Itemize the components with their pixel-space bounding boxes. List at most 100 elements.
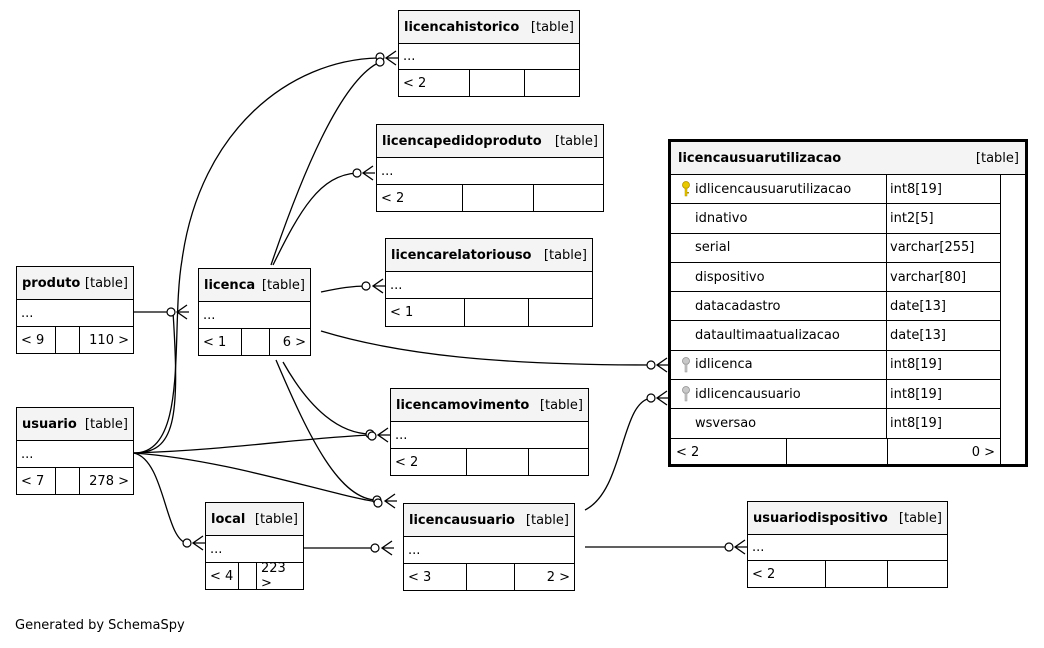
column-type: int8[19] [890, 357, 942, 373]
table-name: licencausuarutilizacao [678, 150, 842, 166]
parents-count[interactable]: < 3 [408, 569, 432, 585]
table-footer: < 2 [748, 561, 947, 587]
column-row[interactable]: idlicenca int8[19] [671, 350, 1000, 381]
edge-end-circle [646, 393, 656, 403]
parents-count[interactable]: < 2 [676, 444, 700, 460]
table-licencapedidoproduto[interactable]: licencapedidoproduto [table] ... < 2 [376, 124, 604, 212]
generated-by-label: Generated by SchemaSpy [15, 618, 185, 633]
children-count[interactable] [533, 185, 603, 211]
table-name: licencahistorico [404, 19, 520, 35]
table-licencahistorico[interactable]: licencahistorico [table] ... < 2 [398, 10, 580, 97]
table-columns: ... [386, 272, 592, 299]
edge-usuario-local [133, 452, 188, 544]
edge-end-circle [367, 431, 377, 441]
table-columns: ... [199, 302, 310, 329]
children-count[interactable]: 6 > [269, 329, 310, 355]
side-panel [1000, 175, 1025, 466]
column-type: varchar[255] [890, 240, 975, 256]
crows-foot [376, 427, 390, 443]
table-type-label: [table] [975, 150, 1019, 166]
column-row[interactable]: dataultimaatualizacao date[13] [671, 321, 1000, 351]
parents-count[interactable]: < 1 [203, 334, 227, 350]
parents-count[interactable]: < 1 [390, 305, 414, 320]
table-footer: < 4 223 > [206, 561, 303, 591]
table-header: licencahistorico [table] [399, 11, 579, 44]
edge-end-circle [352, 168, 362, 178]
column-name: serial [695, 240, 731, 256]
table-licencausuarutilizacao[interactable]: licencausuarutilizacao [table] idlicenca… [668, 139, 1028, 467]
crows-foot [733, 539, 747, 555]
edge-usuario-licenca [133, 311, 177, 454]
column-type: int8[19] [890, 386, 942, 402]
edge-end-circle [166, 307, 176, 317]
footer-spacer [238, 563, 256, 589]
column-row[interactable]: dispositivo varchar[80] [671, 262, 1000, 293]
parents-count[interactable]: < 2 [752, 566, 776, 582]
edge-usuario-licencahistorico [133, 57, 379, 454]
table-usuario[interactable]: usuario [table] ... < 7 278 > [16, 407, 134, 495]
table-usuariodispositivo[interactable]: usuariodispositivo [table] ... < 2 [747, 501, 948, 588]
table-licencausuario[interactable]: licencausuario [table] ... < 3 2 > [403, 503, 575, 591]
table-columns: ... [391, 422, 588, 449]
table-name: produto [22, 275, 81, 291]
column-row[interactable]: wsversao int8[19] [671, 409, 1000, 439]
table-header: licencausuarutilizacao [table] [671, 142, 1025, 175]
column-row[interactable]: idlicencausuario int8[19] [671, 380, 1000, 410]
table-header: produto [table] [17, 267, 133, 300]
footer-spacer [462, 185, 533, 211]
children-count[interactable]: 2 > [514, 564, 574, 590]
table-type-label: [table] [261, 277, 305, 293]
table-licenca[interactable]: licenca [table] ... < 1 6 > [198, 268, 311, 356]
children-count[interactable] [524, 70, 579, 96]
table-local[interactable]: local [table] ... < 4 223 > [205, 502, 304, 591]
children-count[interactable] [528, 449, 588, 475]
column-row[interactable]: idlicencausuarutilizacao int8[19] [671, 175, 1000, 205]
table-produto[interactable]: produto [table] ... < 9 110 > [16, 266, 134, 354]
parents-count[interactable]: < 9 [21, 332, 45, 348]
table-licencamovimento[interactable]: licencamovimento [table] ... < 2 [390, 388, 589, 476]
table-footer: < 2 [399, 70, 579, 96]
edge-end-circle [182, 538, 192, 548]
parents-count[interactable]: < 2 [395, 454, 419, 470]
edge-licenca-licencamovimento [282, 361, 372, 435]
children-count[interactable] [528, 299, 592, 326]
edge-end-circle [375, 57, 385, 67]
column-row[interactable]: datacadastro date[13] [671, 292, 1000, 322]
parents-count[interactable]: < 2 [381, 190, 405, 206]
column-row[interactable]: serial varchar[255] [671, 233, 1000, 263]
table-footer: < 7 278 > [17, 468, 133, 494]
table-name: licenca [204, 277, 256, 293]
footer-spacer [469, 70, 524, 96]
footer-spacer [466, 449, 528, 475]
table-columns: ... [17, 441, 133, 468]
parents-count[interactable]: < 7 [21, 473, 45, 489]
crows-foot [361, 165, 375, 181]
column-name: idlicencausuario [695, 386, 801, 402]
table-header: licencausuario [table] [404, 504, 574, 537]
children-count[interactable]: 0 > [887, 438, 1000, 466]
footer-spacer [464, 299, 528, 326]
parents-count[interactable]: < 4 [210, 568, 234, 584]
children-count[interactable]: 223 > [256, 561, 303, 591]
table-header: licencarelatoriouso [table] [386, 239, 592, 272]
table-columns: ... [748, 535, 947, 561]
table-licencarelatoriouso[interactable]: licencarelatoriouso [table] ... < 1 [385, 238, 593, 327]
edge-end-circle [370, 543, 380, 553]
table-header: usuariodispositivo [table] [748, 502, 947, 535]
table-name: local [211, 511, 246, 527]
children-count[interactable]: 110 > [79, 327, 133, 353]
table-name: usuariodispositivo [753, 510, 888, 526]
column-name: idnativo [695, 210, 748, 226]
table-columns: ... [404, 537, 574, 564]
column-row[interactable]: idnativo int2[5] [671, 204, 1000, 234]
children-count[interactable]: 278 > [79, 468, 133, 494]
table-name: licencarelatoriouso [391, 247, 532, 263]
crows-foot [371, 278, 385, 294]
footer-spacer [786, 438, 887, 466]
crows-foot [383, 493, 397, 509]
children-count[interactable] [887, 561, 947, 587]
parents-count[interactable]: < 2 [403, 75, 427, 91]
table-footer: < 1 6 > [199, 329, 310, 355]
foreign-key-icon [677, 386, 695, 402]
edge-licenca-licencapedidoproduto [272, 172, 358, 266]
